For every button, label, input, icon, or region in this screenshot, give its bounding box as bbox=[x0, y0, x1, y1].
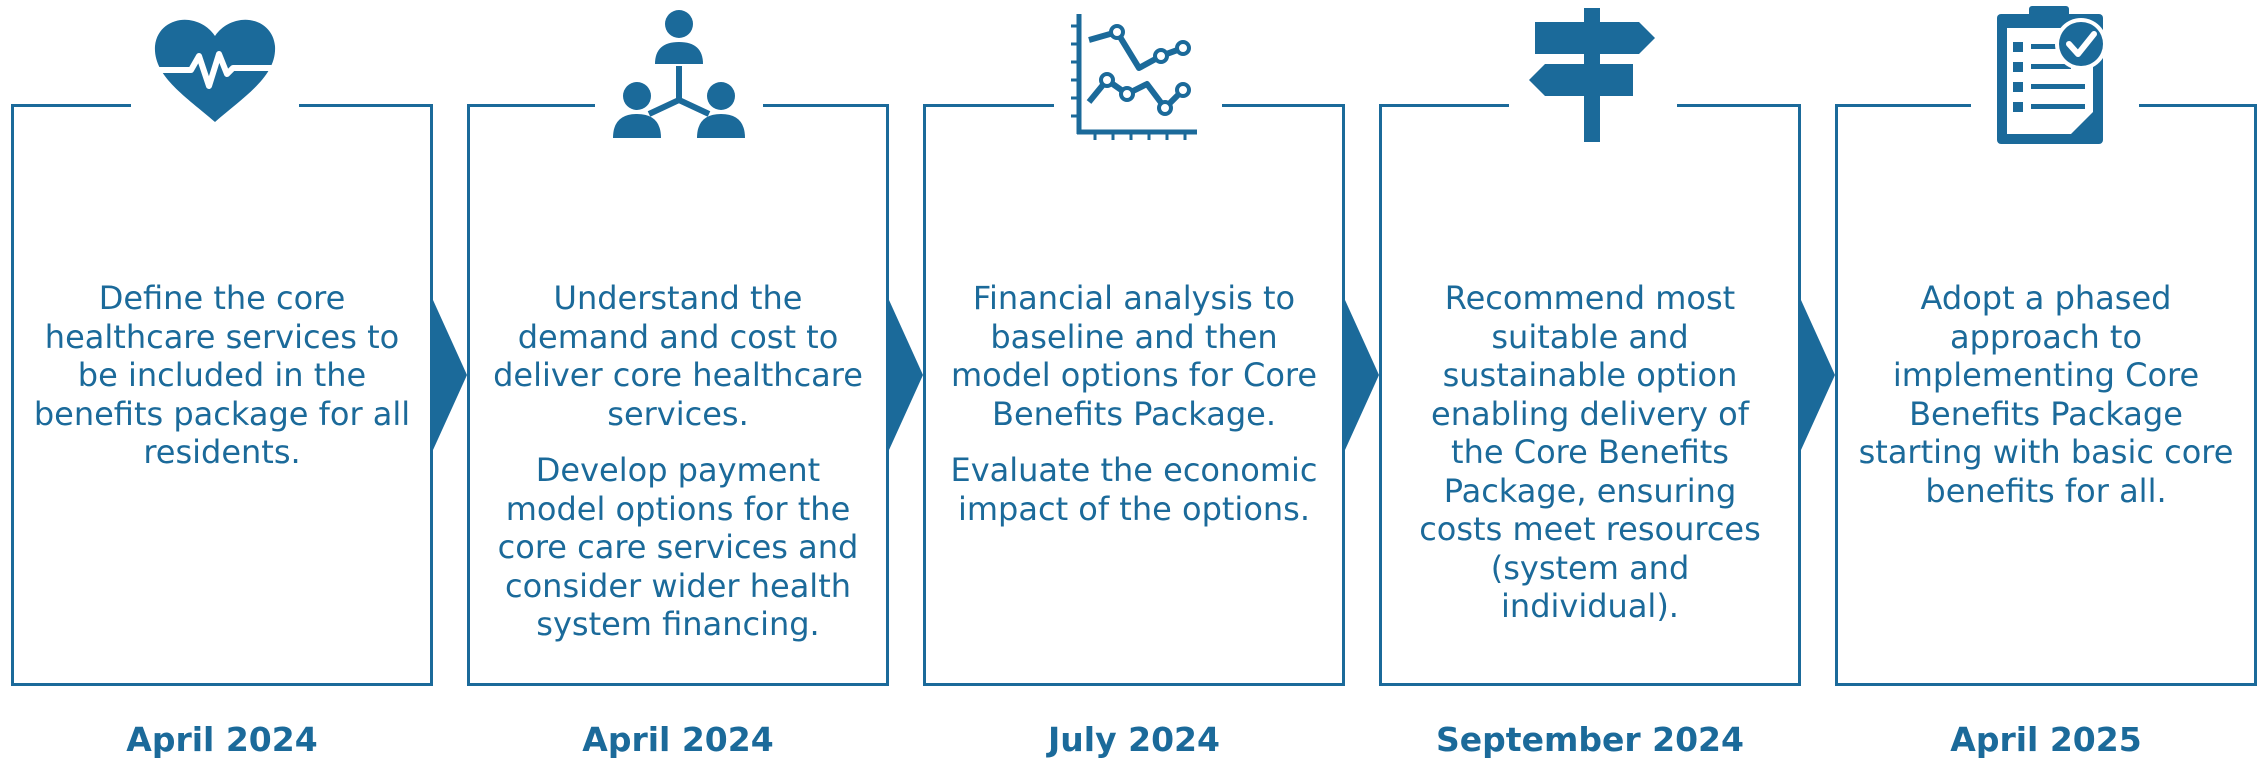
chevron-right-icon bbox=[889, 300, 929, 450]
signpost-icon bbox=[1521, 4, 1661, 144]
line-chart-icon bbox=[1065, 4, 1205, 144]
heart-pulse-icon bbox=[145, 4, 285, 144]
step-4-date: September 2024 bbox=[1436, 720, 1744, 759]
chevron-right-icon bbox=[1345, 300, 1385, 450]
clipboard-check-icon bbox=[1977, 4, 2117, 144]
step-2-card: Understand the demand and cost to delive… bbox=[467, 101, 889, 686]
step-2-paragraph-2: Develop payment model options for the co… bbox=[497, 451, 859, 643]
step-4-paragraph-1: Recommend most suitable and sustainable … bbox=[1419, 279, 1761, 625]
step-1-text: Define the core healthcare services to b… bbox=[32, 279, 412, 490]
step-3-card: Financial analysis to baseline and then … bbox=[923, 101, 1345, 686]
chevron-right-icon bbox=[1801, 300, 1841, 450]
step-5-text: Adopt a phased approach to implementing … bbox=[1856, 279, 2236, 528]
step-4-text: Recommend most suitable and sustainable … bbox=[1400, 279, 1780, 644]
step-5-date: April 2025 bbox=[1950, 720, 2142, 759]
chevron-right-icon bbox=[433, 300, 473, 450]
step-2-paragraph-1: Understand the demand and cost to delive… bbox=[493, 279, 863, 433]
step-3-date: July 2024 bbox=[1048, 720, 1220, 759]
step-2-date: April 2024 bbox=[582, 720, 774, 759]
step-3-paragraph-1: Financial analysis to baseline and then … bbox=[950, 279, 1318, 433]
step-1-paragraph-1: Define the core healthcare services to b… bbox=[33, 279, 411, 471]
step-2-text: Understand the demand and cost to delive… bbox=[488, 279, 868, 662]
step-4-card: Recommend most suitable and sustainable … bbox=[1379, 101, 1801, 686]
people-network-icon bbox=[609, 4, 749, 144]
step-3-paragraph-2: Evaluate the economic impact of the opti… bbox=[950, 451, 1318, 528]
step-5-card: Adopt a phased approach to implementing … bbox=[1835, 101, 2257, 686]
step-1-date: April 2024 bbox=[126, 720, 318, 759]
step-1-card: Define the core healthcare services to b… bbox=[11, 101, 433, 686]
step-3-text: Financial analysis to baseline and then … bbox=[944, 279, 1324, 546]
step-5-paragraph-1: Adopt a phased approach to implementing … bbox=[1858, 279, 2234, 510]
